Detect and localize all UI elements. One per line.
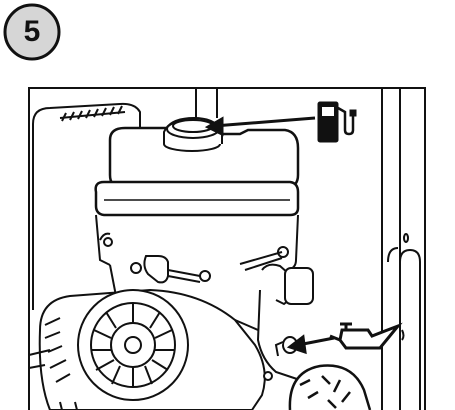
choke-lever: [144, 256, 200, 282]
center-pipe: [196, 88, 217, 118]
wheel: [290, 366, 370, 410]
frame-tube: [382, 88, 420, 410]
recoil-starter: [40, 290, 265, 410]
oil-fill-leader-arrow: [290, 337, 334, 352]
fuel-pump-icon: [318, 102, 356, 142]
oil-can-icon: [330, 324, 404, 348]
